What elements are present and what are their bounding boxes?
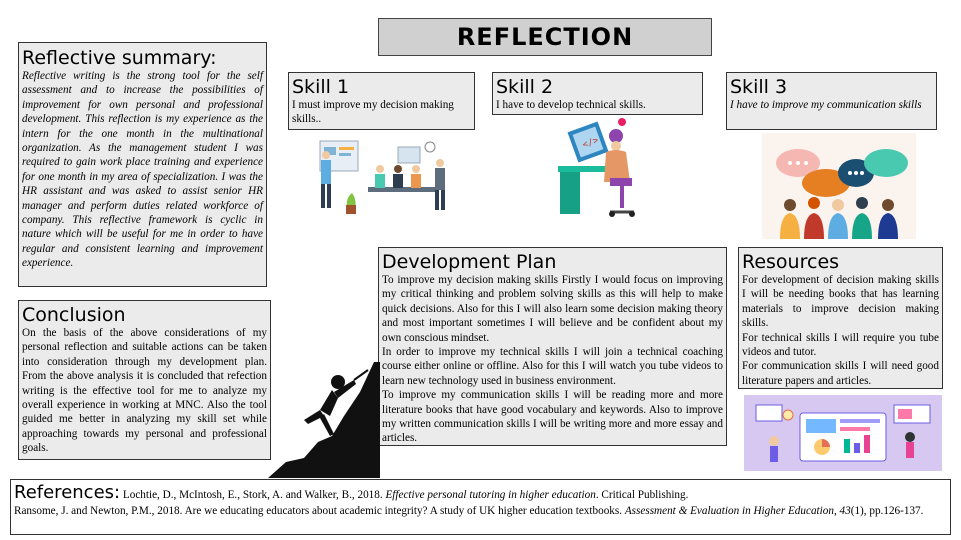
conclusion-box: Conclusion On the basis of the above con… bbox=[18, 300, 271, 460]
reference-2-authors-title: Ransome, J. and Newton, P.M., 2018. Are … bbox=[14, 505, 625, 517]
skill-1-text: I must improve my decision making skills… bbox=[292, 99, 454, 126]
reference-2-pages: (1), pp.126-137. bbox=[850, 505, 924, 517]
reference-1-title: Effective personal tutoring in higher ed… bbox=[385, 489, 596, 501]
references-box: References: Lochtie, D., McIntosh, E., S… bbox=[10, 479, 951, 535]
slide-title: REFLECTION bbox=[378, 18, 712, 56]
skill-2-heading: Skill 2 bbox=[496, 76, 554, 98]
development-plan-paragraph: To improve my communication skills I wil… bbox=[382, 389, 723, 445]
conclusion-heading: Conclusion bbox=[22, 304, 126, 326]
resources-paragraph: For technical skills I will require you … bbox=[742, 331, 939, 359]
mountain-climber-illustration bbox=[268, 362, 380, 478]
reference-1-publisher: . Critical Publishing. bbox=[595, 489, 689, 501]
development-plan-paragraph: To improve my decision making skills Fir… bbox=[382, 274, 723, 344]
reflective-summary-text: Reflective writing is the strong tool fo… bbox=[22, 70, 263, 270]
resources-paragraph: For communication skills I will need goo… bbox=[742, 360, 939, 387]
development-plan-paragraph: In order to improve my technical skills … bbox=[382, 346, 723, 387]
online-resources-illustration bbox=[744, 395, 942, 471]
development-plan-heading: Development Plan bbox=[382, 251, 557, 273]
skill-1-heading: Skill 1 bbox=[292, 76, 350, 98]
reference-2: Ransome, J. and Newton, P.M., 2018. Are … bbox=[14, 505, 923, 517]
reflective-summary-box: Reflective summary: Reflective writing i… bbox=[18, 42, 267, 287]
resources-heading: Resources bbox=[742, 251, 840, 273]
reference-1: Lochtie, D., McIntosh, E., Stork, A. and… bbox=[123, 489, 689, 501]
skill-2-box: Skill 2 I have to develop technical skil… bbox=[492, 72, 703, 115]
reference-1-authors: Lochtie, D., McIntosh, E., Stork, A. and… bbox=[122, 489, 386, 501]
resources-paragraph: For development of decision making skill… bbox=[742, 274, 939, 330]
communication-people-illustration bbox=[762, 133, 916, 239]
reference-2-volume: 43 bbox=[839, 505, 851, 517]
development-plan-box: Development Plan To improve my decision … bbox=[378, 247, 727, 446]
skill-1-box: Skill 1 I must improve my decision makin… bbox=[288, 72, 475, 130]
reference-2-journal: Assessment & Evaluation in Higher Educat… bbox=[624, 505, 834, 517]
skill-3-heading: Skill 3 bbox=[730, 76, 788, 98]
team-meeting-illustration bbox=[319, 140, 445, 214]
references-heading: References: bbox=[14, 482, 121, 503]
skill-2-text: I have to develop technical skills. bbox=[496, 99, 646, 111]
reference-2-separator: , bbox=[833, 505, 840, 517]
resources-box: Resources For development of decision ma… bbox=[738, 247, 943, 389]
conclusion-text: On the basis of the above considerations… bbox=[22, 327, 267, 455]
developer-at-desk-illustration: </> bbox=[558, 118, 635, 217]
reflective-summary-heading: Reflective summary: bbox=[22, 47, 217, 69]
skill-3-text: I have to improve my communication skill… bbox=[730, 99, 922, 111]
skill-3-box: Skill 3 I have to improve my communicati… bbox=[726, 72, 937, 130]
